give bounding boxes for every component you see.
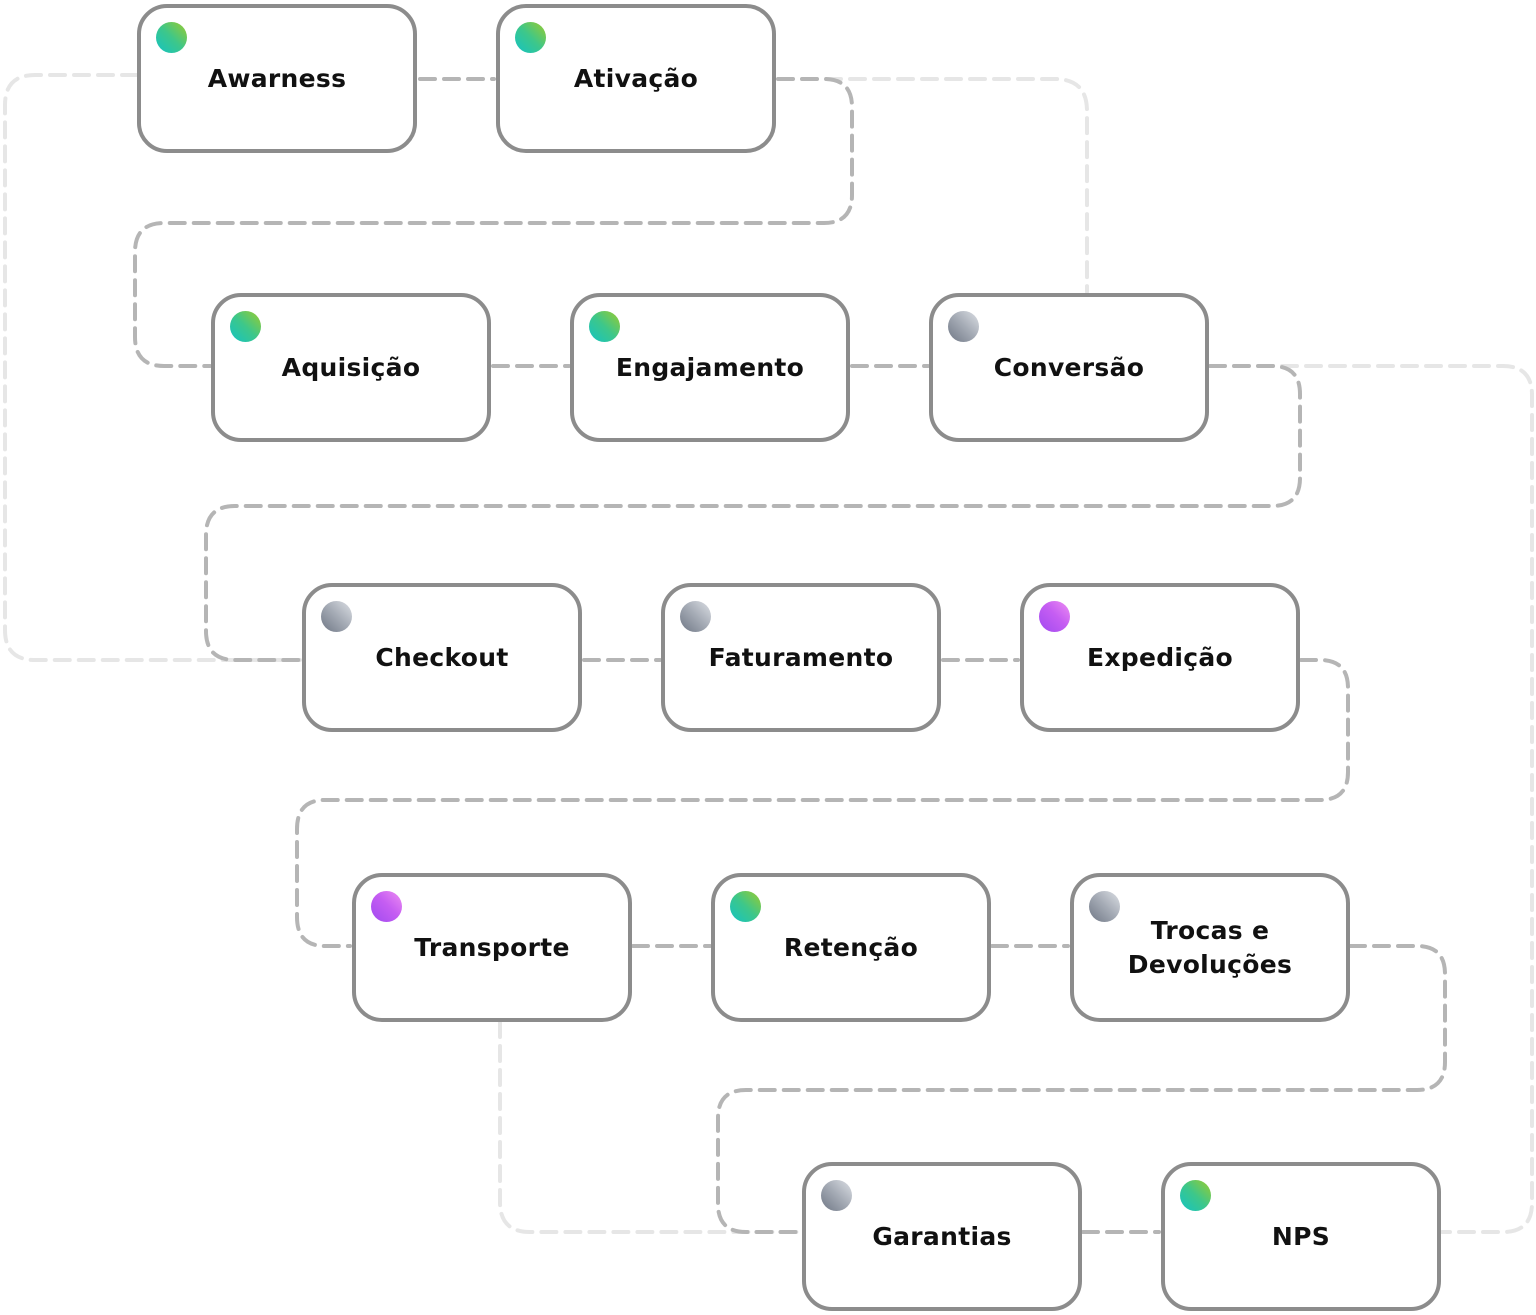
stage-label: Expedição xyxy=(1086,642,1234,672)
stage-label: Retenção xyxy=(783,932,919,962)
stage-retencao[interactable]: Retenção xyxy=(711,873,991,1022)
status-dot-icon xyxy=(515,22,546,53)
stage-checkout[interactable]: Checkout xyxy=(302,583,582,732)
status-dot-icon xyxy=(948,311,979,342)
stage-conversao[interactable]: Conversão xyxy=(929,293,1209,442)
stage-expedicao[interactable]: Expedição xyxy=(1020,583,1300,732)
stage-awarness[interactable]: Awarness xyxy=(137,4,417,153)
light-loop-awarness-checkout xyxy=(3,73,302,662)
stage-label: Checkout xyxy=(375,642,509,672)
stage-label: Aquisição xyxy=(281,352,421,382)
stage-transporte[interactable]: Transporte xyxy=(352,873,632,1022)
stage-label: Transporte xyxy=(414,932,570,962)
status-dot-icon xyxy=(730,891,761,922)
stage-ativacao[interactable]: Ativação xyxy=(496,4,776,153)
stage-label: Faturamento xyxy=(708,642,894,672)
stage-garantias[interactable]: Garantias xyxy=(802,1162,1082,1311)
status-dot-icon xyxy=(230,311,261,342)
light-loop-ativacao-conversao xyxy=(776,77,1089,294)
stage-label: NPS xyxy=(1271,1221,1331,1251)
status-dot-icon xyxy=(321,601,352,632)
stage-label: Engajamento xyxy=(615,352,805,382)
light-loop-transporte-garantias xyxy=(498,1020,802,1234)
status-dot-icon xyxy=(821,1180,852,1211)
stage-faturamento[interactable]: Faturamento xyxy=(661,583,941,732)
light-loop-conversao-nps xyxy=(1208,364,1534,1234)
status-dot-icon xyxy=(1089,891,1120,922)
status-dot-icon xyxy=(680,601,711,632)
connector-ativacao-aquisicao xyxy=(133,77,854,368)
connector-trocas-garantias xyxy=(716,944,1447,1234)
stage-label: Conversão xyxy=(993,352,1145,382)
status-dot-icon xyxy=(1180,1180,1211,1211)
stage-engajamento[interactable]: Engajamento xyxy=(570,293,850,442)
stage-nps[interactable]: NPS xyxy=(1161,1162,1441,1311)
stage-trocas-devolucoes[interactable]: Trocas e Devoluções xyxy=(1070,873,1350,1022)
status-dot-icon xyxy=(1039,601,1070,632)
stage-label: Ativação xyxy=(573,63,699,93)
status-dot-icon xyxy=(589,311,620,342)
stage-aquisicao[interactable]: Aquisição xyxy=(211,293,491,442)
stage-label: Garantias xyxy=(872,1221,1012,1251)
stage-label: Awarness xyxy=(207,63,347,93)
connector-expedicao-transporte xyxy=(295,658,1350,948)
connector-conversao-checkout xyxy=(204,364,1302,662)
status-dot-icon xyxy=(156,22,187,53)
stage-label: Trocas e Devoluções xyxy=(1127,915,1293,979)
status-dot-icon xyxy=(371,891,402,922)
